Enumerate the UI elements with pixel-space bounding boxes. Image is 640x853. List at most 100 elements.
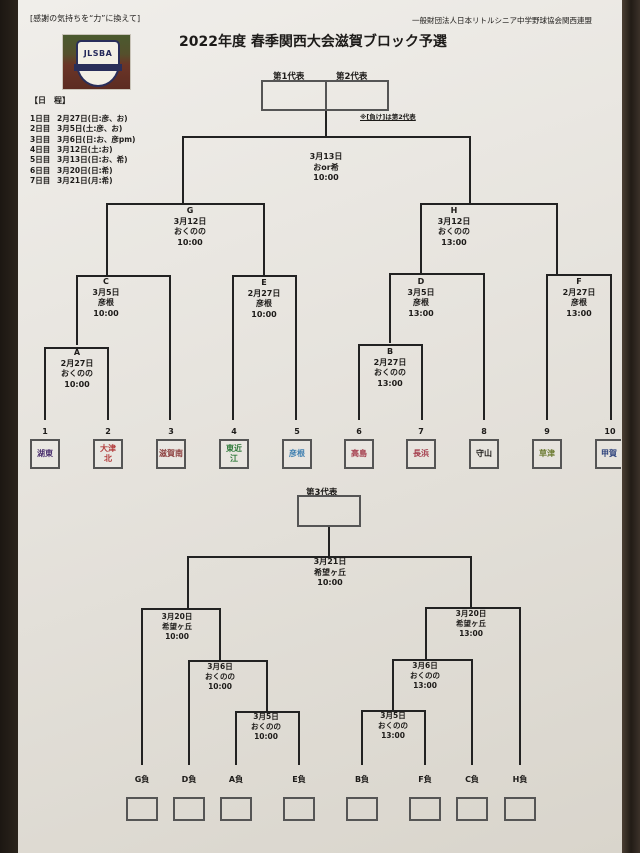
match-time: 13:00: [566, 308, 592, 318]
team-box[interactable]: 草津: [532, 439, 562, 469]
match-venue: おくのの: [60, 369, 93, 378]
team-name-line: 彦根: [289, 449, 305, 458]
team-box[interactable]: 長浜: [406, 439, 436, 469]
match-a-line: [44, 347, 109, 420]
rep1-box[interactable]: [261, 80, 327, 111]
team-box[interactable]: 彦根: [282, 439, 312, 469]
loser-label: C負: [465, 775, 479, 784]
team-name-line: 湖東: [37, 449, 53, 458]
match-date: 3月20日: [161, 612, 193, 621]
team-name: 滋賀南: [159, 449, 183, 459]
match-date: 3月5日: [407, 287, 435, 297]
consolation-semi-left-line: [141, 608, 221, 765]
team-box[interactable]: 湖東: [30, 439, 60, 469]
consolation-semi-right-line: [425, 607, 521, 765]
rep2-box[interactable]: [325, 80, 389, 111]
loser-label: B負: [354, 775, 370, 784]
match-date: 3月13日: [309, 152, 343, 161]
schedule-day: 2日目: [30, 124, 51, 134]
match-date: 2月27日: [373, 357, 407, 367]
loser-entry-box[interactable]: [409, 797, 441, 821]
match-id: D: [417, 277, 425, 286]
team-box[interactable]: 高島: [344, 439, 374, 469]
match-date: 3月6日: [207, 662, 233, 671]
team-name-line: 北: [104, 454, 112, 463]
team-box[interactable]: 守山: [469, 439, 499, 469]
organization-name: 一般財団法人日本リトルシニア中学野球協会関西連盟: [412, 16, 592, 25]
schedule-day: 1日目: [30, 114, 51, 123]
schedule-heading: 【日 程】: [30, 96, 70, 105]
loser-entry-box[interactable]: [346, 797, 378, 821]
team-name-line: 滋賀南: [159, 449, 183, 458]
match-time: 10:00: [251, 309, 277, 319]
match-date: 2月27日: [247, 288, 281, 298]
loser-entry-box[interactable]: [283, 797, 315, 821]
team-name-line: 草津: [539, 449, 555, 458]
logo-text: JLSBA: [83, 49, 113, 58]
team-name-line: 甲賀: [601, 449, 617, 458]
team-name: 湖東: [37, 449, 53, 459]
schedule-info: 2月27日(日:彦、お): [57, 114, 128, 123]
schedule-info: 3月6日(日:お、彦pm): [57, 134, 136, 144]
match-time: 10:00: [177, 237, 203, 247]
match-date: 3月5日: [92, 287, 120, 297]
team-box[interactable]: 大津北: [93, 439, 123, 469]
team-name-line: 江: [230, 454, 238, 463]
loser-label: H負: [512, 775, 528, 784]
consolation-r1-right-line: [361, 710, 426, 765]
schedule-day: 6日目: [30, 165, 51, 175]
match-venue: おくのの: [251, 722, 281, 731]
team-name: 草津: [539, 449, 555, 459]
slogan: [感謝の気持ちを“力”に換えて]: [30, 14, 141, 23]
team-name-line: 長浜: [413, 449, 429, 458]
match-time: 10:00: [208, 682, 232, 691]
match-time: 10:00: [93, 308, 119, 318]
seed-number: 7: [418, 427, 424, 436]
team-box[interactable]: 甲賀: [595, 439, 621, 469]
logo-shield-icon: JLSBA: [74, 40, 122, 87]
table-surface-right: [622, 0, 640, 853]
rep2-label: 第2代表: [336, 72, 368, 82]
seed-number: 4: [231, 427, 237, 436]
team-box[interactable]: 東近江: [219, 439, 249, 469]
match-id: H: [450, 206, 458, 215]
schedule-day: 7日目: [30, 175, 51, 185]
match-id: A: [73, 348, 81, 357]
team-box[interactable]: 滋賀南: [156, 439, 186, 469]
team-name-line: 高島: [351, 449, 367, 458]
match-venue: おor希: [313, 162, 339, 172]
match-venue: おくのの: [437, 227, 470, 236]
page-title: 2022年度 春季関西大会滋賀ブロック予選: [179, 34, 447, 50]
team-name: 大津北: [100, 444, 116, 464]
match-venue: 彦根: [412, 298, 429, 307]
loser-entry-box[interactable]: [173, 797, 205, 821]
paper-sheet: [18, 0, 622, 853]
seed-number: 9: [544, 427, 550, 436]
loser-entry-box[interactable]: [126, 797, 158, 821]
match-e-line: [232, 275, 297, 420]
loser-entry-box[interactable]: [504, 797, 536, 821]
loser-entry-box[interactable]: [456, 797, 488, 821]
rep3-label: 第3代表: [306, 488, 338, 498]
loser-label: F負: [418, 775, 432, 784]
match-venue: 希望ヶ丘: [162, 622, 192, 631]
match-venue: おくのの: [378, 721, 408, 730]
rep3-box[interactable]: [297, 495, 361, 527]
team-name-line: 東近: [226, 444, 242, 453]
loser-entry-box[interactable]: [220, 797, 252, 821]
match-time: 13:00: [408, 308, 434, 318]
match-venue: おくのの: [373, 368, 406, 377]
